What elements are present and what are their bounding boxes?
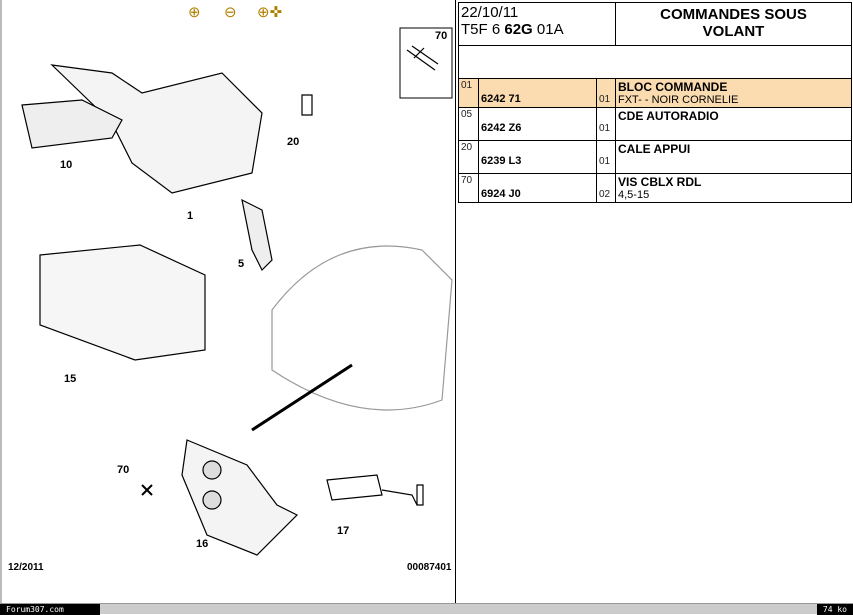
- file-size: 74 ko: [816, 604, 853, 615]
- radio-control-part: [241, 198, 273, 272]
- wiper-stalk-part: [21, 99, 123, 149]
- callout-17: 17: [337, 525, 350, 537]
- wiring-harness-part: [326, 474, 424, 506]
- dashboard-outline: [271, 245, 453, 411]
- shim-part: [301, 94, 313, 116]
- zoom-out-icon[interactable]: ⊖: [224, 4, 237, 21]
- callout-15: 15: [64, 373, 77, 385]
- header-date: 22/10/11: [461, 4, 519, 21]
- callout-5: 5: [238, 258, 245, 270]
- callout-70-inset: 70: [435, 30, 448, 42]
- site-label: Forum307.com: [0, 604, 100, 615]
- callout-70: 70: [117, 464, 130, 476]
- diagram-pane: ⊕ ⊖ ⊕✜ 70 10 20 1 5 15 70 16 17 12/2011 …: [0, 0, 456, 603]
- zoom-pan-icon[interactable]: ⊕✜: [257, 4, 283, 21]
- zoom-in-icon[interactable]: ⊕: [188, 4, 201, 21]
- exploded-parts-diagram: [21, 27, 453, 556]
- callout-16: 16: [196, 538, 209, 550]
- pointer-line: [251, 363, 353, 432]
- header-code: T5F 6 62G 01A: [461, 21, 564, 38]
- callout-20: 20: [287, 136, 300, 148]
- callout-1: 1: [187, 210, 194, 222]
- screw-inset-box: [399, 27, 453, 99]
- page-title: COMMANDES SOUS VOLANT: [615, 2, 852, 46]
- diagram-reference: 00087401: [407, 562, 452, 573]
- callout-10: 10: [60, 159, 73, 171]
- blank-row: [458, 45, 852, 79]
- diagram-date: 12/2011: [8, 562, 44, 573]
- screw-marker: [141, 484, 153, 496]
- steering-switch-part: [50, 64, 263, 194]
- radio-unit-part: [39, 244, 206, 361]
- status-bar: Forum307.com 74 ko: [0, 603, 853, 615]
- header-info: 22/10/11 T5F 6 62G 01A: [458, 2, 616, 46]
- screw-icon: [406, 45, 439, 71]
- parts-list: 22/10/11 T5F 6 62G 01A COMMANDES SOUS VO…: [458, 2, 852, 203]
